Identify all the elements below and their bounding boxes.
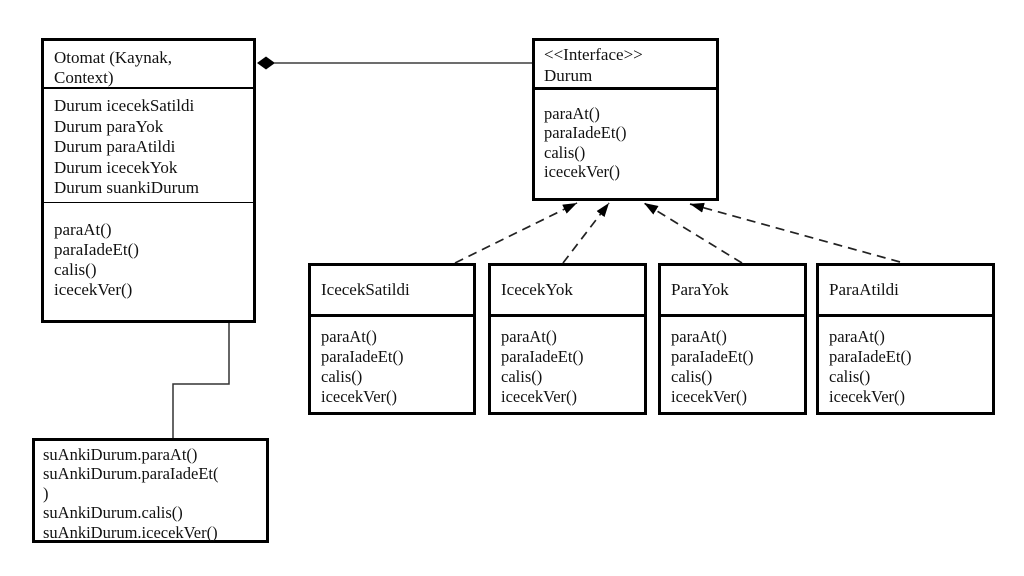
class-paraAtildi: ParaAtildi paraAt() paraIadeEt() calis()…	[816, 263, 995, 415]
method-row: paraAt()	[54, 220, 112, 239]
method-row: paraAt()	[829, 327, 885, 346]
class-title: IcecekSatildi	[311, 266, 473, 314]
method-row: calis()	[544, 142, 586, 162]
realization-arrow-icecekSatildi	[454, 202, 578, 264]
class-otomat-title: Otomat (Kaynak, Context)	[44, 41, 253, 87]
class-otomat: Otomat (Kaynak, Context) Durum icecekSat…	[41, 38, 256, 323]
method-row: paraAt()	[501, 327, 557, 346]
interface-durum: <<Interface>> Durum paraAt() paraIadeEt(…	[532, 38, 719, 201]
method-row: paraIadeEt()	[544, 123, 627, 143]
method-row: paraAt()	[544, 104, 600, 123]
field-row: Durum suankiDurum	[54, 178, 199, 198]
class-methods: paraAt() paraIadeEt() calis() icecekVer(…	[819, 314, 992, 412]
class-title-line: Context)	[54, 68, 114, 87]
realization-arrow-icecekYok	[562, 202, 610, 264]
field-row: Durum paraAtildi	[54, 137, 176, 157]
method-row: paraIadeEt()	[54, 240, 139, 259]
class-icecekYok: IcecekYok paraAt() paraIadeEt() calis() …	[488, 263, 647, 415]
note-line: suAnkiDurum.calis()	[43, 503, 183, 523]
method-row: icecekVer()	[829, 387, 906, 406]
field-row: Durum paraYok	[54, 116, 164, 136]
method-row: calis()	[501, 367, 543, 386]
method-row: paraAt()	[321, 327, 377, 346]
class-otomat-fields: Durum icecekSatildi Durum paraYok Durum …	[44, 87, 253, 202]
method-row: icecekVer()	[321, 387, 398, 406]
class-methods: paraAt() paraIadeEt() calis() icecekVer(…	[311, 314, 473, 412]
method-row: paraIadeEt()	[501, 347, 584, 366]
class-title: ParaYok	[661, 266, 804, 314]
method-row: paraIadeEt()	[671, 347, 754, 366]
method-row: icecekVer()	[54, 280, 133, 299]
note-line: suAnkiDurum.icecekVer()	[43, 522, 218, 542]
class-title-line: Otomat (Kaynak,	[54, 48, 173, 67]
class-methods: paraAt() paraIadeEt() calis() icecekVer(…	[661, 314, 804, 412]
class-icecekSatildi: IcecekSatildi paraAt() paraIadeEt() cali…	[308, 263, 476, 415]
stereotype-label: <<Interface>>	[544, 45, 643, 64]
class-name: IcecekSatildi	[321, 280, 410, 299]
method-row: calis()	[54, 260, 97, 279]
method-row: icecekVer()	[544, 162, 621, 182]
class-title: ParaAtildi	[819, 266, 992, 314]
interface-durum-title: <<Interface>> Durum	[535, 41, 716, 87]
class-name: ParaYok	[671, 280, 729, 299]
composition-diamond-icon	[257, 56, 275, 70]
note-line: suAnkiDurum.paraIadeEt(	[43, 464, 219, 484]
field-row: Durum icecekYok	[54, 157, 178, 177]
method-row: paraIadeEt()	[321, 347, 404, 366]
class-paraYok: ParaYok paraAt() paraIadeEt() calis() ic…	[658, 263, 807, 415]
interface-durum-methods: paraAt() paraIadeEt() calis() icecekVer(…	[535, 87, 716, 198]
note-line: suAnkiDurum.paraAt()	[43, 445, 198, 464]
field-row: Durum icecekSatildi	[54, 96, 195, 115]
class-name: IcecekYok	[501, 280, 573, 299]
class-methods: paraAt() paraIadeEt() calis() icecekVer(…	[491, 314, 644, 412]
method-row: icecekVer()	[671, 387, 748, 406]
realization-arrow-paraYok	[643, 202, 743, 264]
realization-arrow-paraAtildi	[689, 202, 901, 263]
method-row: paraAt()	[671, 327, 727, 346]
method-row: paraIadeEt()	[829, 347, 912, 366]
class-name: ParaAtildi	[829, 280, 899, 299]
method-row: icecekVer()	[501, 387, 578, 406]
method-row: calis()	[321, 367, 363, 386]
method-row: calis()	[829, 367, 871, 386]
interface-name: Durum	[544, 65, 593, 85]
code-note-box: suAnkiDurum.paraAt() suAnkiDurum.paraIad…	[32, 438, 269, 543]
class-otomat-methods: paraAt() paraIadeEt() calis() icecekVer(…	[44, 202, 253, 321]
method-row: calis()	[671, 367, 713, 386]
note-line: )	[43, 483, 49, 503]
class-title: IcecekYok	[491, 266, 644, 314]
